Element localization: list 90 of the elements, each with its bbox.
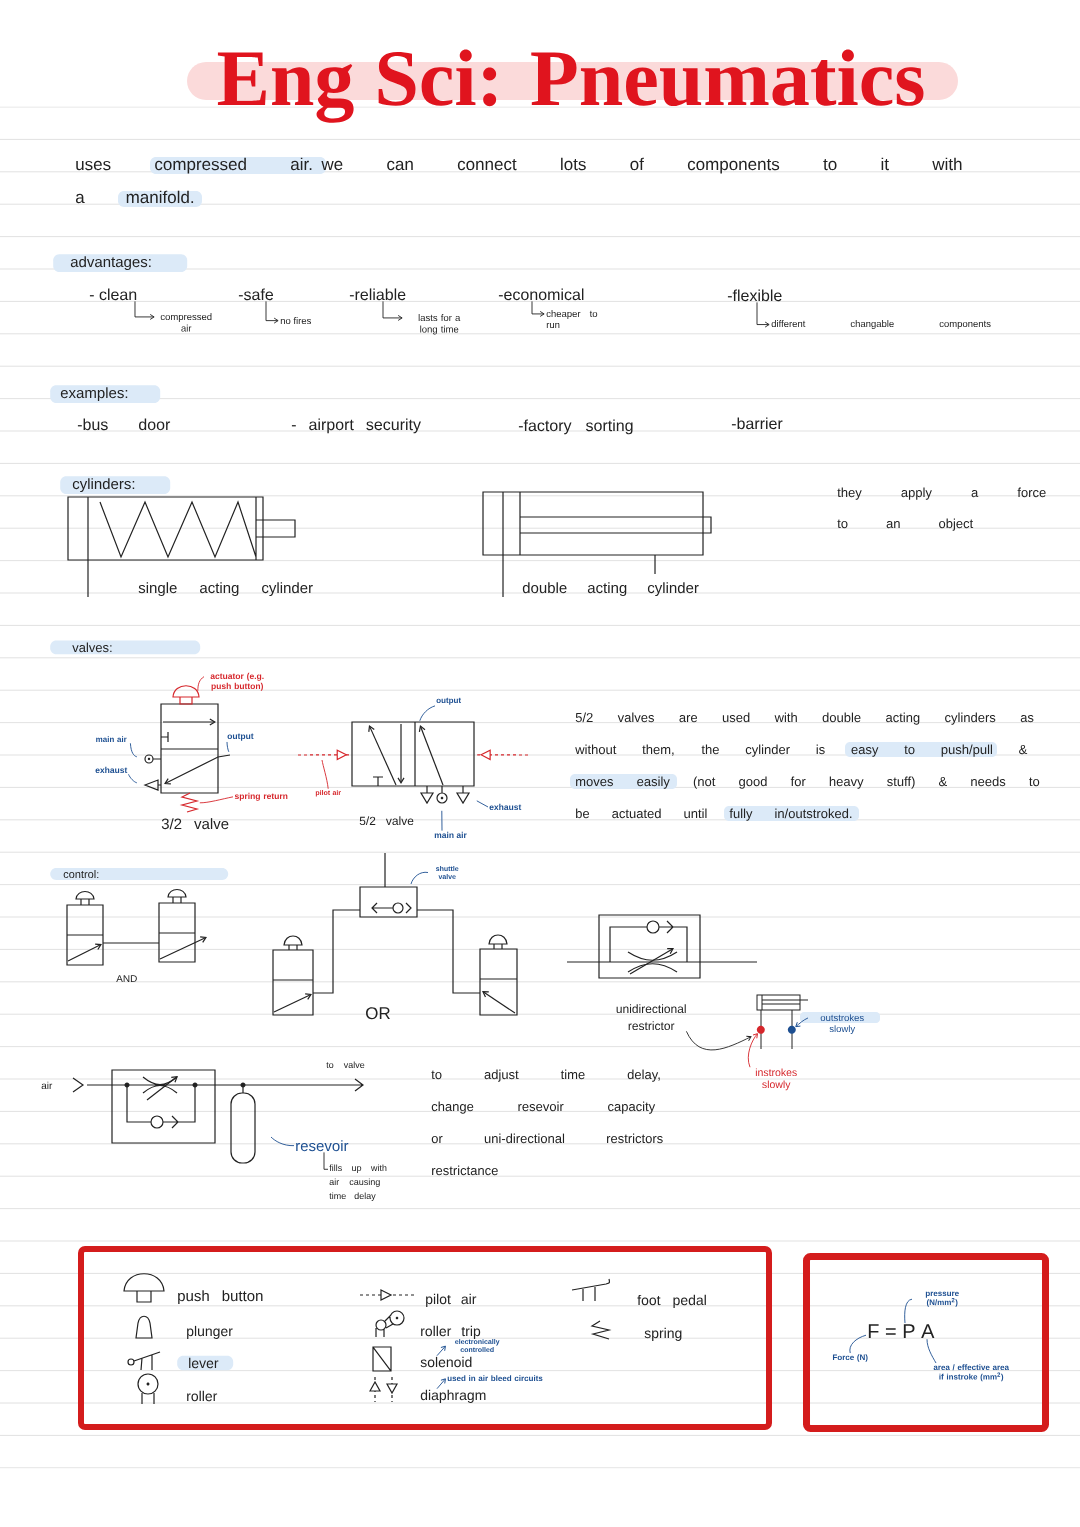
leader-line [128, 773, 138, 784]
callout-label: instrokes slowly [755, 1068, 797, 1091]
key-label: lever [177, 1355, 234, 1371]
leader-line [904, 1298, 913, 1324]
list-item: -reliable [349, 288, 406, 301]
note-text: uses compressed air. we can connect lots of components to it with a manifold. [75, 157, 962, 207]
leader-line [476, 800, 489, 808]
key-label: roller [187, 1390, 218, 1402]
hook-arrow [134, 300, 155, 320]
leader-line [199, 796, 234, 804]
circuit-label: OR [366, 1007, 390, 1020]
key-label: diaphragm [420, 1389, 486, 1403]
arrow [436, 1378, 446, 1390]
callout-label: main air [434, 831, 467, 839]
callout-label: unidirectional restrictor [616, 1004, 686, 1031]
callout-label: outstrokes slowly [820, 1014, 864, 1034]
key-label: roller trip [421, 1325, 481, 1339]
formula: F = P A [868, 1324, 935, 1338]
pilot-arrow [476, 749, 529, 761]
symbol-label: 5/2 valve [359, 816, 414, 826]
note-text: lasts for a long time [418, 314, 461, 335]
callout-label: exhaust [95, 766, 128, 774]
cylinder-symbol [756, 994, 809, 1050]
hook-line [323, 1151, 329, 1170]
leader-line [129, 742, 138, 758]
hook-arrow [382, 300, 403, 321]
note-text: cheaper to run [546, 310, 598, 329]
callout-label: main air [96, 736, 127, 743]
valve-symbol [351, 721, 475, 804]
list-item: -factory sorting [518, 419, 633, 435]
leader-line [197, 676, 205, 692]
callout-label: exhaust [489, 803, 522, 811]
circuit-label: AND [116, 975, 137, 982]
callout-label: Force (N) [832, 1354, 868, 1362]
key-label: plunger [187, 1325, 233, 1339]
leader-line [226, 741, 230, 753]
callout-label: output [227, 733, 254, 741]
leader-line [410, 871, 429, 885]
note-text: compressed air [160, 313, 212, 332]
section-heading: examples: [50, 385, 161, 404]
callout-label: pressure (N/mm$^{2}$) [925, 1291, 959, 1307]
note-text: air [41, 1081, 53, 1090]
key-label: push button [178, 1290, 263, 1305]
callout-label: output [436, 697, 461, 705]
note-text: to adjust time delay, change resevoir capacity or uni-directional restrictors restrictance [431, 1069, 663, 1176]
leader-line [321, 759, 329, 790]
list-item: -flexible [727, 289, 782, 302]
note-text: to valve [326, 1061, 365, 1069]
callout-label: resevoir [296, 1140, 349, 1152]
section-heading: control: [50, 868, 229, 881]
hook-arrow [756, 301, 770, 328]
list-item: - clean [89, 288, 137, 301]
leader-line [270, 1136, 295, 1147]
list-item: - airport security [291, 418, 421, 434]
arrow [747, 1033, 758, 1068]
arrow [436, 1345, 446, 1357]
hook-arrow [265, 300, 279, 324]
key-label: foot pedal [637, 1294, 706, 1308]
section-heading: valves: [50, 640, 201, 655]
arrow [795, 1017, 809, 1028]
callout-label: spring return [234, 792, 288, 801]
leader-line [441, 810, 443, 832]
key-label: spring [644, 1327, 682, 1341]
key-label: solenoid [420, 1356, 472, 1368]
section-heading: cylinders: [60, 476, 171, 495]
note-text: they apply a force to an object [837, 487, 1046, 531]
list-item: -bus door [77, 418, 171, 431]
note-text: fills up with air causing time delay [329, 1164, 387, 1201]
arrow [685, 1030, 752, 1051]
leader-line [849, 1334, 867, 1354]
callout-label: actuator (e.g. push button) [210, 672, 264, 691]
note-text: no fires [280, 317, 311, 325]
callout-label: area / effective area if instroke (mm$^{2}$) [933, 1364, 1010, 1382]
list-item: -economical [498, 288, 584, 301]
symbol-label: 3/2 valve [161, 818, 229, 830]
drawing-label: double acting cylinder [522, 582, 699, 597]
section-heading: advantages: [53, 254, 188, 273]
leader-line [419, 705, 436, 722]
key-label: pilot air [426, 1293, 477, 1307]
note-text: different changable components [771, 320, 991, 329]
list-item: -barrier [731, 417, 783, 430]
drawing-label: single acting cylinder [138, 582, 313, 597]
pilot-arrow [297, 749, 352, 761]
formula-panel [803, 1253, 1049, 1432]
title: Eng Sci: Pneumatics [187, 49, 958, 123]
key-panel [78, 1246, 772, 1430]
leader-line [926, 1338, 937, 1364]
list-item: -safe [238, 288, 274, 301]
callout-label: used in air bleed circuits [447, 1375, 543, 1382]
hook-arrow [531, 300, 545, 317]
